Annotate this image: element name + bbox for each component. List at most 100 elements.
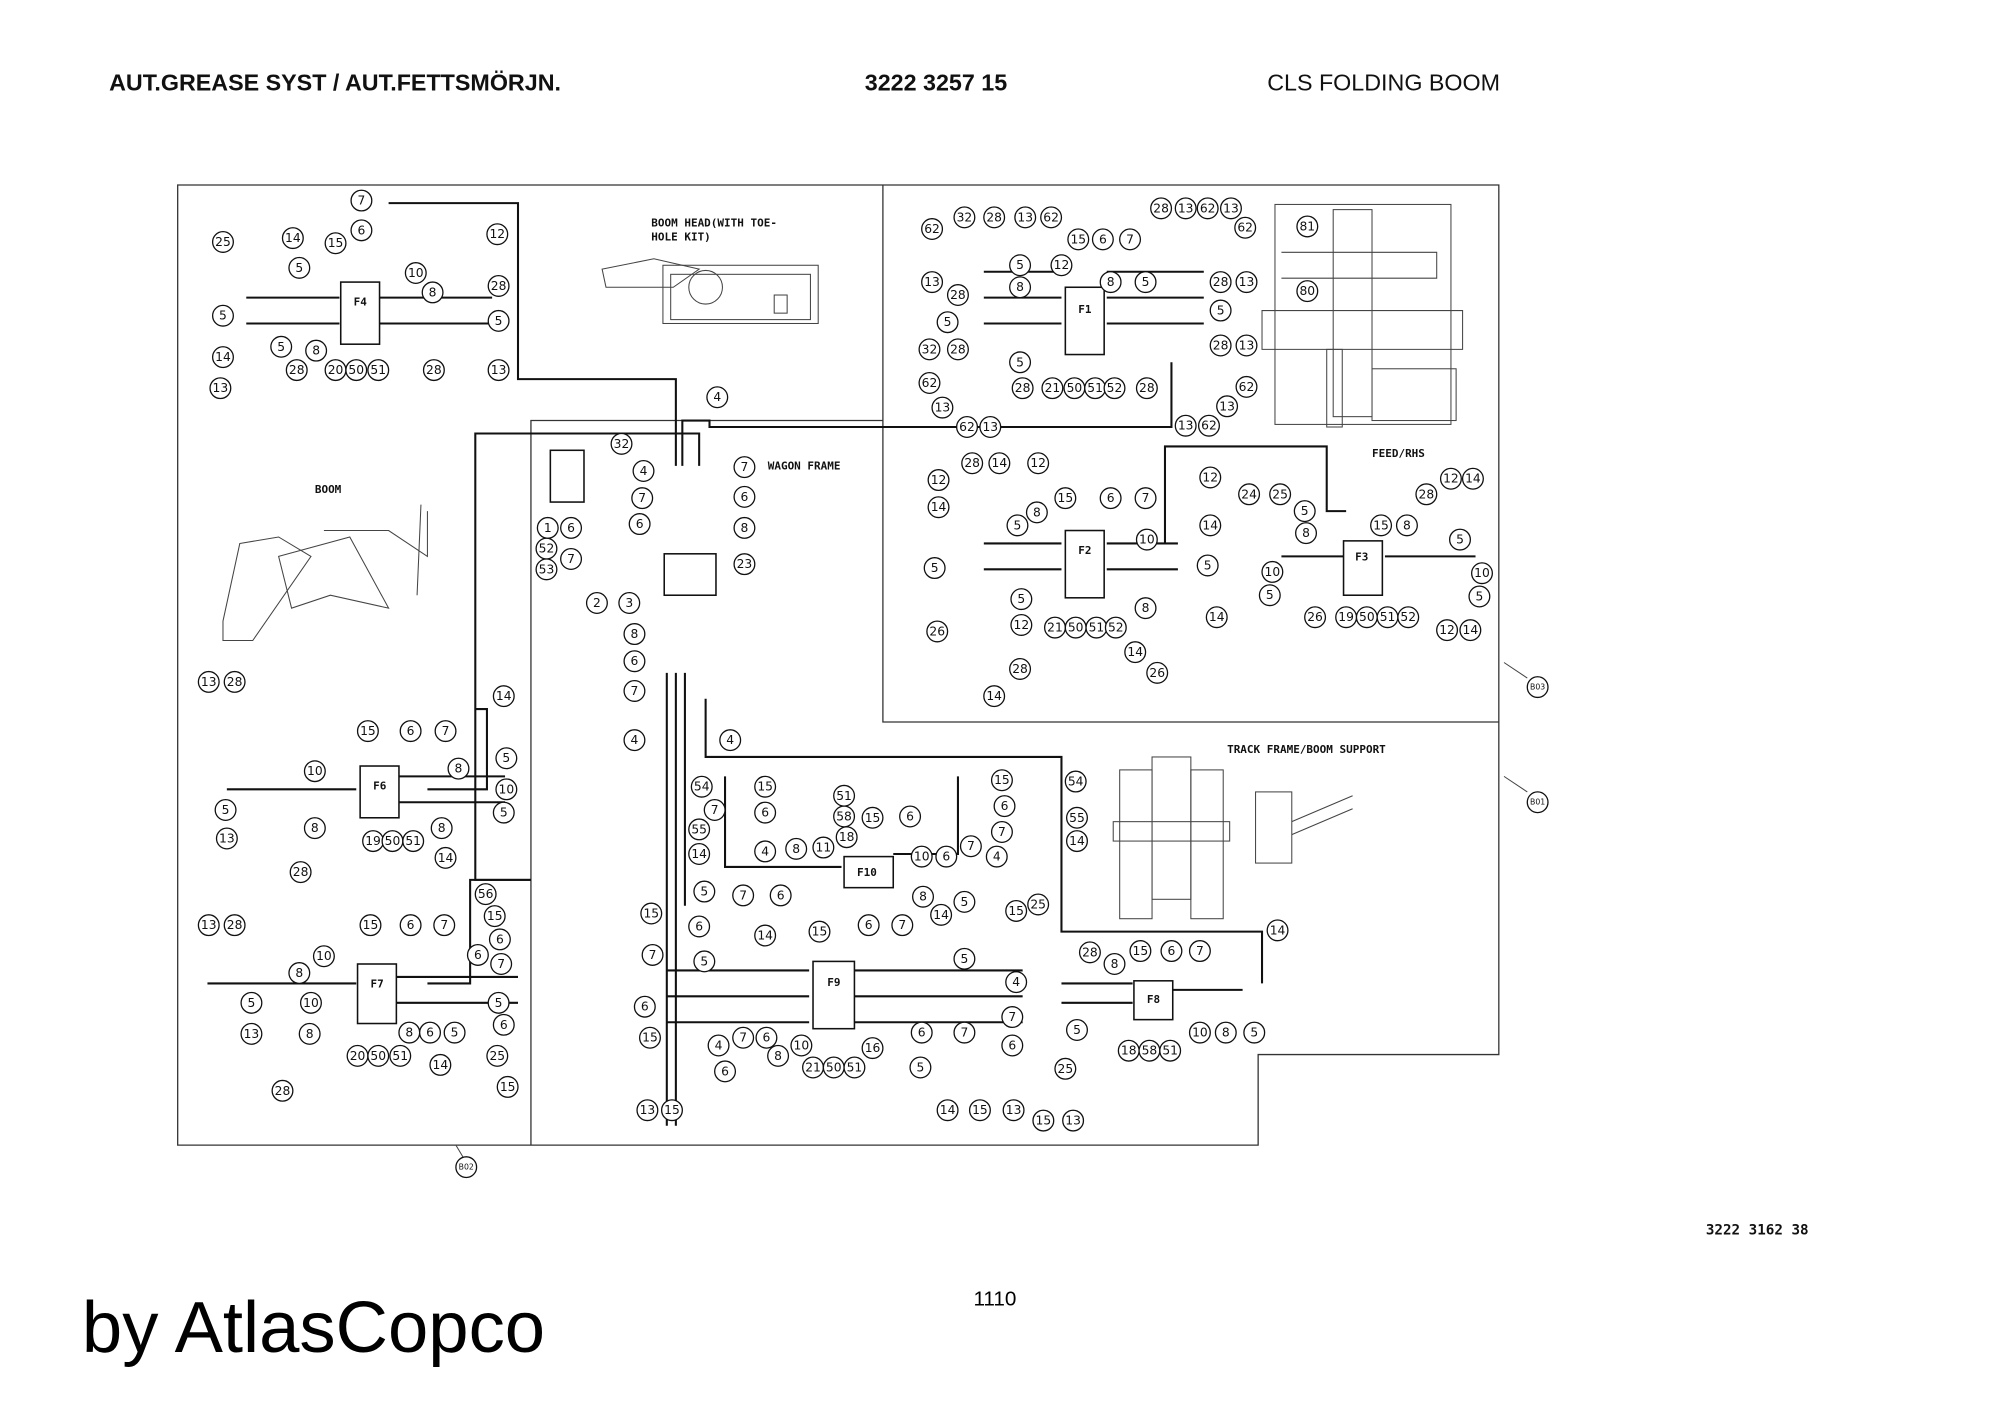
callout-number: 21 (1047, 621, 1063, 635)
callout-bubble: 5 (936, 311, 959, 334)
callout-bubble: 4 (623, 729, 646, 752)
callout-number: 4 (713, 390, 721, 404)
callout-circle (1027, 893, 1050, 916)
label-wagon-frame: WAGON FRAME (768, 460, 841, 473)
callout-number: 51 (405, 834, 421, 848)
callout-bubble: 15 (1054, 487, 1077, 510)
callout-number: 28 (289, 363, 305, 377)
callout-number: 14 (215, 350, 231, 364)
callout-number: 5 (1217, 304, 1225, 318)
callout-circle (733, 485, 756, 508)
callout-number: 5 (961, 952, 969, 966)
callout-bubble: 6 (733, 485, 756, 508)
callout-circle (946, 338, 969, 361)
callout-circle (1436, 619, 1459, 642)
callout-circle (909, 1056, 932, 1079)
callout-circle (835, 826, 858, 849)
callout-number: 13 (1065, 1114, 1081, 1128)
callout-bubble: 5 (1006, 514, 1029, 537)
callout-circle (1135, 377, 1158, 400)
callout-number: 5 (495, 314, 503, 328)
callout-bubble: 6 (1160, 940, 1183, 963)
callout-number: 5 (248, 996, 256, 1010)
callout-number: 5 (1204, 558, 1212, 572)
callout-bubble: 15 (968, 1099, 991, 1122)
callout-number: 6 (407, 724, 415, 738)
callout-circle (1103, 952, 1126, 975)
callout-number: 15 (642, 1031, 658, 1045)
callout-bubble: 4 (754, 840, 777, 863)
callout-circle (1174, 414, 1197, 437)
callout-number: 7 (741, 460, 749, 474)
callout-circle (215, 827, 238, 850)
callout-circle (1124, 641, 1147, 664)
callout-circle (993, 795, 1016, 818)
callout-number: 10 (1265, 565, 1281, 579)
callout-number: 51 (1380, 610, 1396, 624)
callout-number: 50 (1068, 621, 1084, 635)
callout-number: 10 (303, 996, 319, 1010)
callout-bubble: 28 (1011, 377, 1034, 400)
doc-title: AUT.GREASE SYST / AUT.FETTSMÖRJN. (109, 70, 561, 96)
callout-number: 13 (1239, 338, 1255, 352)
distributor-f8: F8 (1133, 980, 1174, 1021)
callout-number: 50 (826, 1061, 842, 1075)
callout-circle (1006, 514, 1029, 537)
wagon-frame-box (530, 419, 883, 1146)
callout-circle (912, 885, 935, 908)
callout-number: 10 (794, 1039, 810, 1053)
callout-number: 62 (924, 222, 940, 236)
callout-circle (1269, 483, 1292, 506)
callout-number: 6 (636, 517, 644, 531)
callout-circle (983, 685, 1006, 708)
callout-circle (1010, 588, 1033, 611)
callout-number: 13 (935, 401, 951, 415)
callout-number: 32 (614, 437, 630, 451)
callout-bubble: 13 (1062, 1109, 1085, 1132)
callout-circle (281, 227, 304, 250)
callout-bubble: 12 (1027, 452, 1050, 475)
callout-circle (1041, 377, 1064, 400)
callout-circle (959, 835, 982, 858)
callout-bubble: 51 (843, 1056, 866, 1079)
callout-circle (303, 817, 326, 840)
callout-number: 28 (227, 918, 243, 932)
callout-number: 80 (1299, 284, 1315, 298)
callout-circle (990, 821, 1013, 844)
callout-number: 13 (201, 675, 217, 689)
callout-number: 13 (1219, 399, 1235, 413)
callout-bubble: 8 (1134, 597, 1157, 620)
callout-number: 14 (433, 1058, 449, 1072)
callout-circle (1078, 941, 1101, 964)
callout-number: 15 (1070, 232, 1086, 246)
callout-bubble: 7 (433, 914, 456, 937)
callout-bubble: 10 (1135, 528, 1158, 551)
callout-number: 32 (922, 342, 938, 356)
callout-bubble: 52 (1397, 606, 1420, 629)
callout-circle (988, 452, 1011, 475)
callout-bubble: 5 (693, 880, 716, 903)
callout-bubble: 13 (1235, 334, 1258, 357)
callout-circle (861, 1037, 884, 1060)
callout-circle (953, 890, 976, 913)
callout-circle (767, 1044, 790, 1067)
callout-number: 10 (914, 850, 930, 864)
callout-circle (733, 456, 756, 479)
callout-number: 50 (1359, 610, 1375, 624)
callout-circle (487, 991, 510, 1014)
callout-number: 5 (1475, 590, 1483, 604)
callout-circle (638, 1026, 661, 1049)
callout-circle (1099, 271, 1122, 294)
callout-circle (447, 757, 470, 780)
callout-number: 12 (1443, 472, 1459, 486)
callout-circle (1468, 585, 1491, 608)
callout-bubble: 6 (623, 650, 646, 673)
callout-circle (956, 416, 979, 439)
callout-circle (636, 1099, 659, 1122)
callout-number: 52 (1108, 621, 1124, 635)
callout-number: 58 (836, 809, 852, 823)
callout-number: 10 (307, 764, 323, 778)
callout-number: 4 (1012, 975, 1020, 989)
callout-circle (359, 914, 382, 937)
